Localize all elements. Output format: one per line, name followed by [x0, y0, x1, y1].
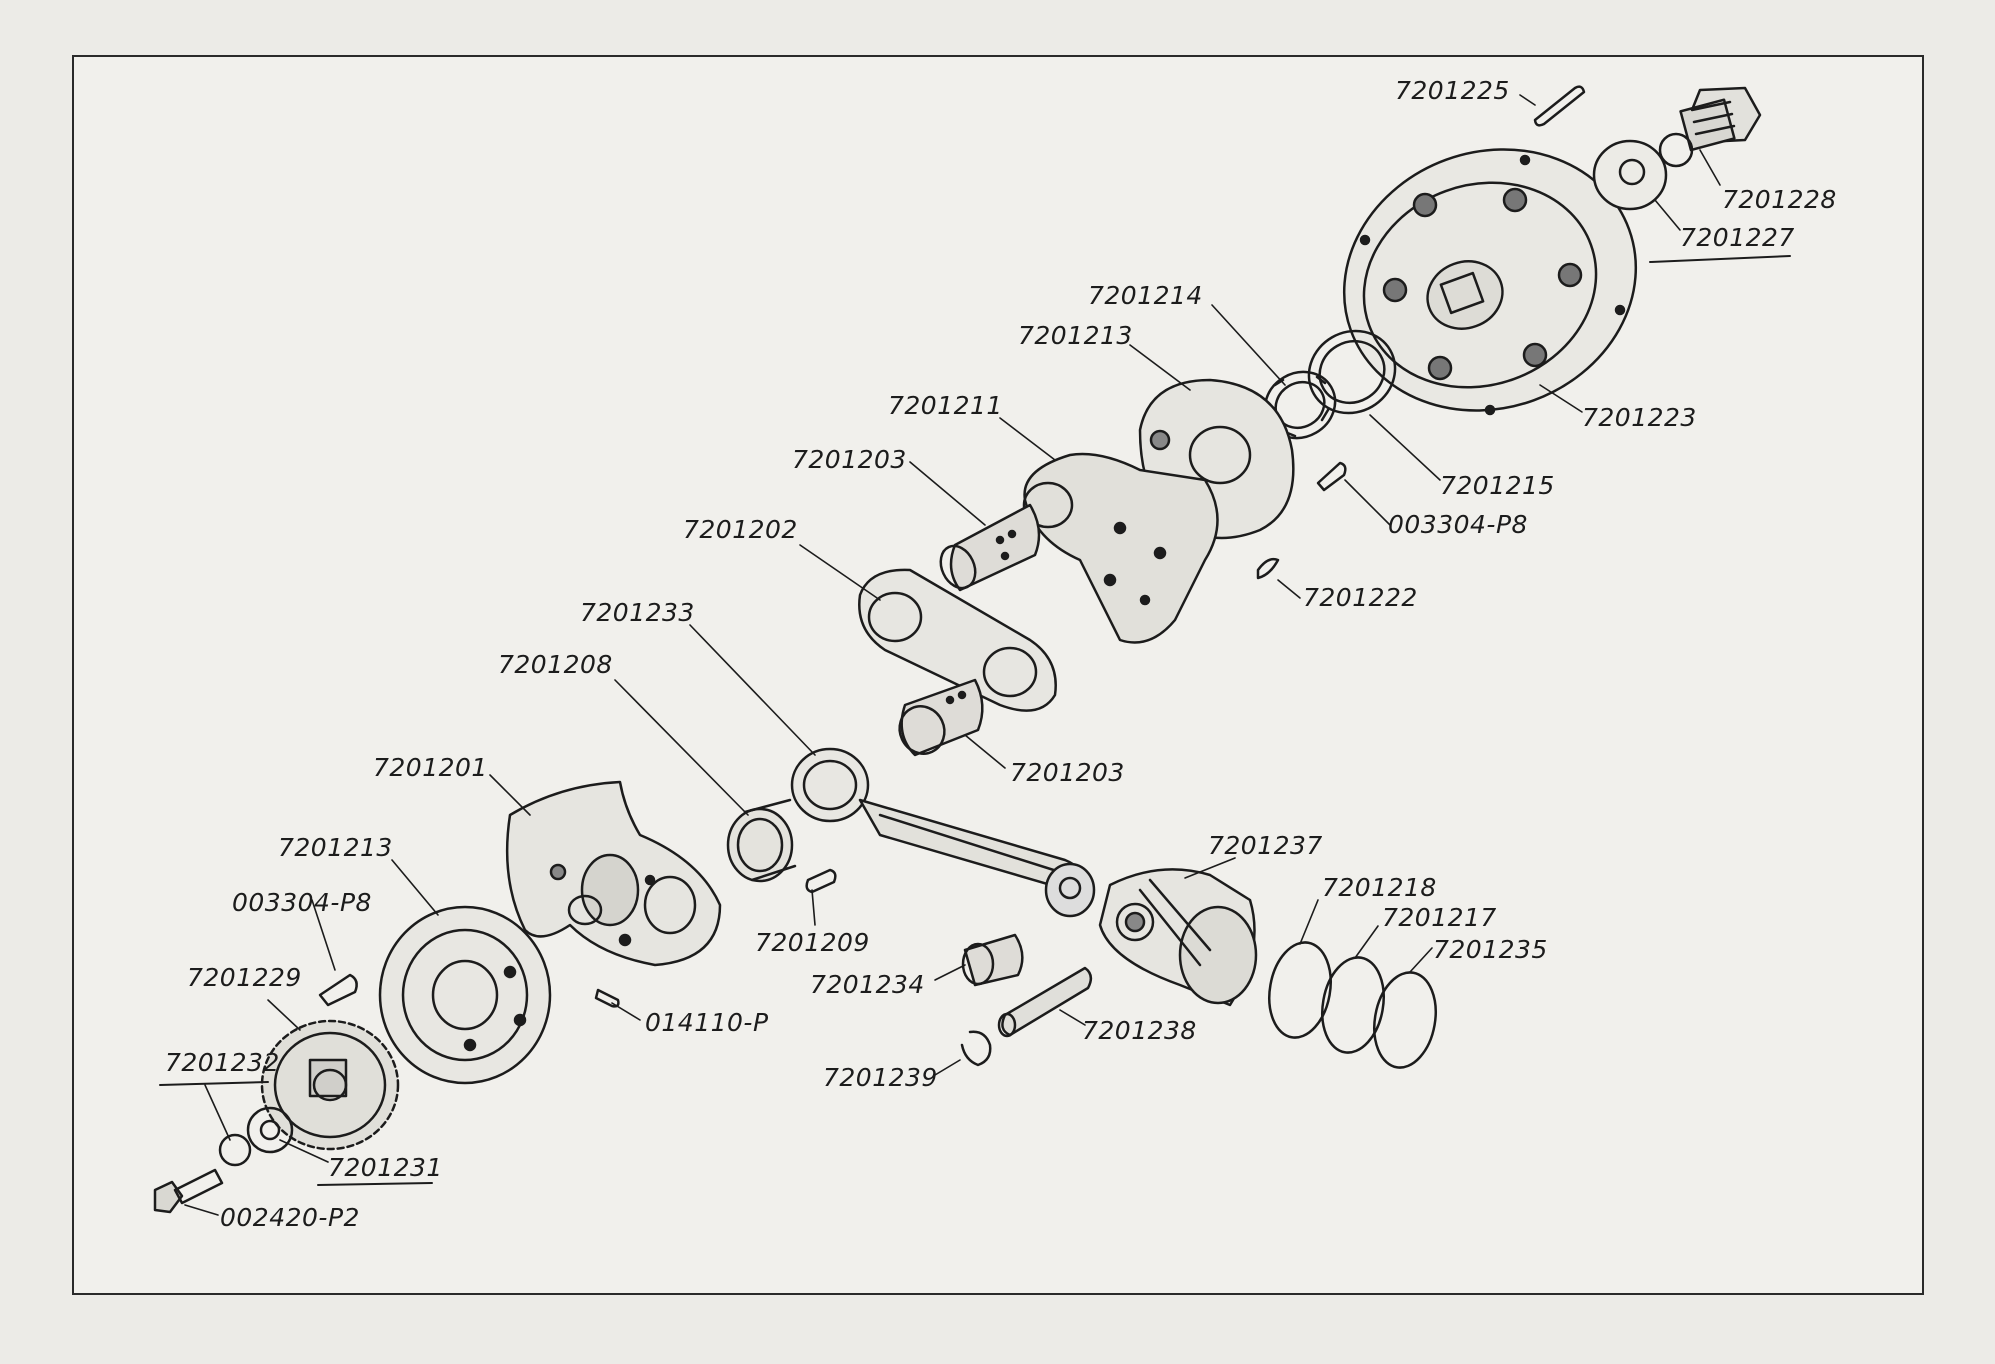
flywheel-part: [1342, 148, 1638, 416]
piston-part: [1098, 868, 1258, 1007]
washer-part: [1592, 139, 1668, 211]
screw-left-part: [318, 973, 358, 1007]
bearing-sleeve-part: [726, 798, 797, 883]
part-label-7201211: 7201211: [888, 391, 1003, 420]
part-label-7201225: 7201225: [1395, 76, 1510, 105]
bearing-part: [1263, 329, 1397, 440]
part-label-7201232: 7201232: [165, 1048, 280, 1077]
key-part: [805, 868, 837, 894]
label-underlines: [159, 255, 1791, 1186]
bushing-lower-part: [898, 678, 984, 757]
part-label-003304-p8-left: 003304-P8: [232, 888, 372, 917]
part-label-7201208: 7201208: [498, 650, 613, 679]
part-label-7201238: 7201238: [1082, 1016, 1197, 1045]
piston-pin-part: [997, 966, 1093, 1038]
crank-disc-lower-part: [505, 780, 722, 967]
part-label-7201235: 7201235: [1433, 935, 1548, 964]
washer-7201231-part: [246, 1106, 294, 1154]
pin-part: [1533, 85, 1586, 127]
part-label-002420-p2: 002420-P2: [220, 1203, 360, 1232]
nut-part: [1658, 86, 1762, 168]
washer-7201232-part: [218, 1133, 252, 1167]
part-label-7201223: 7201223: [1582, 403, 1697, 432]
part-label-7201215: 7201215: [1440, 471, 1555, 500]
part-label-7201229: 7201229: [187, 963, 302, 992]
part-label-7201218: 7201218: [1322, 873, 1437, 902]
part-label-7201214: 7201214: [1088, 281, 1203, 310]
part-label-014110-p: 014110-P: [645, 1008, 769, 1037]
piston-rings-part: [1268, 941, 1437, 1069]
leader-lines: [184, 94, 1721, 1216]
part-label-7201201: 7201201: [373, 753, 488, 782]
small-bushing-part: [961, 933, 1024, 987]
part-label-7201231: 7201231: [328, 1153, 443, 1182]
screw-upper-part: [1316, 461, 1347, 492]
bushing-upper-part: [939, 503, 1041, 592]
part-label-7201234: 7201234: [810, 970, 925, 999]
part-label-7201217: 7201217: [1382, 903, 1497, 932]
part-label-7201202: 7201202: [683, 515, 798, 544]
part-label-7201209: 7201209: [755, 928, 870, 957]
part-label-7201228: 7201228: [1722, 185, 1837, 214]
part-label-7201213-top: 7201213: [1018, 321, 1133, 350]
part-label-7201203-top: 7201203: [792, 445, 907, 474]
part-label-7201213-left: 7201213: [278, 833, 393, 862]
link-plate-part: [858, 568, 1057, 712]
crank-disc-upper-part: [1022, 378, 1295, 644]
part-label-003304-p8-top: 003304-P8: [1388, 510, 1528, 539]
part-label-7201239: 7201239: [823, 1063, 938, 1092]
key-7201222-part: [1256, 557, 1280, 580]
part-label-7201233: 7201233: [580, 598, 695, 627]
part-label-7201203-mid: 7201203: [1010, 758, 1125, 787]
connecting-rod-part: [790, 747, 1096, 918]
part-label-7201237: 7201237: [1208, 831, 1323, 860]
circlip-part: [960, 1030, 992, 1067]
gear-part: [260, 1019, 400, 1151]
bolt-part: [153, 1168, 224, 1214]
part-label-7201227: 7201227: [1680, 223, 1795, 252]
part-label-7201222: 7201222: [1303, 583, 1418, 612]
flange-disc-part: [378, 905, 552, 1085]
